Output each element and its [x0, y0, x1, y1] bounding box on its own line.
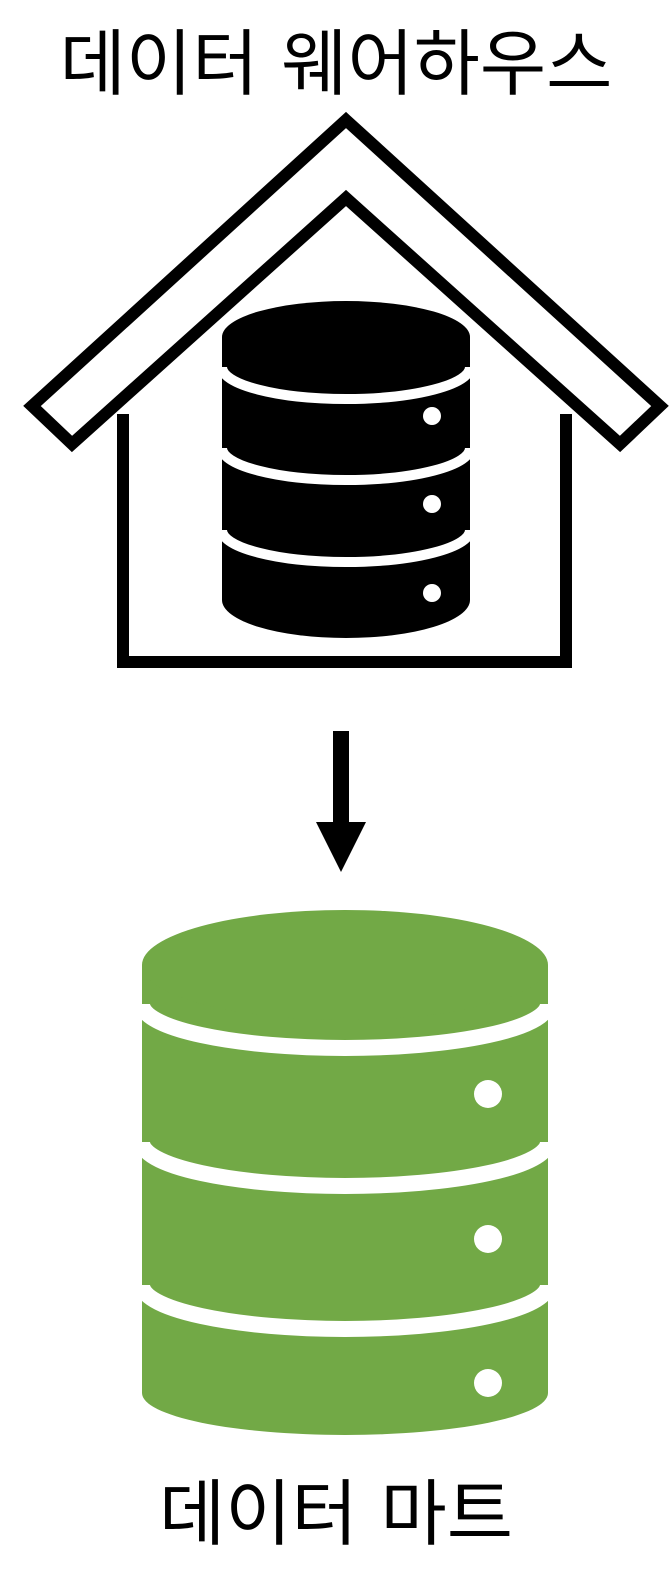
mart-database-icon [134, 910, 556, 1435]
warehouse-label: 데이터 웨어하우스 [59, 22, 613, 106]
mart-db-dot [474, 1369, 502, 1397]
warehouse-db-dot [423, 495, 441, 513]
warehouse-db-dot [423, 407, 441, 425]
mart-label: 데이터 마트 [158, 1472, 514, 1556]
warehouse-database-icon [217, 301, 475, 638]
house-icon [23, 111, 669, 668]
mart-db-dot [474, 1080, 502, 1108]
arrow-down-icon [316, 731, 366, 872]
warehouse-db-dot [423, 584, 441, 602]
mart-db-dot [474, 1225, 502, 1253]
